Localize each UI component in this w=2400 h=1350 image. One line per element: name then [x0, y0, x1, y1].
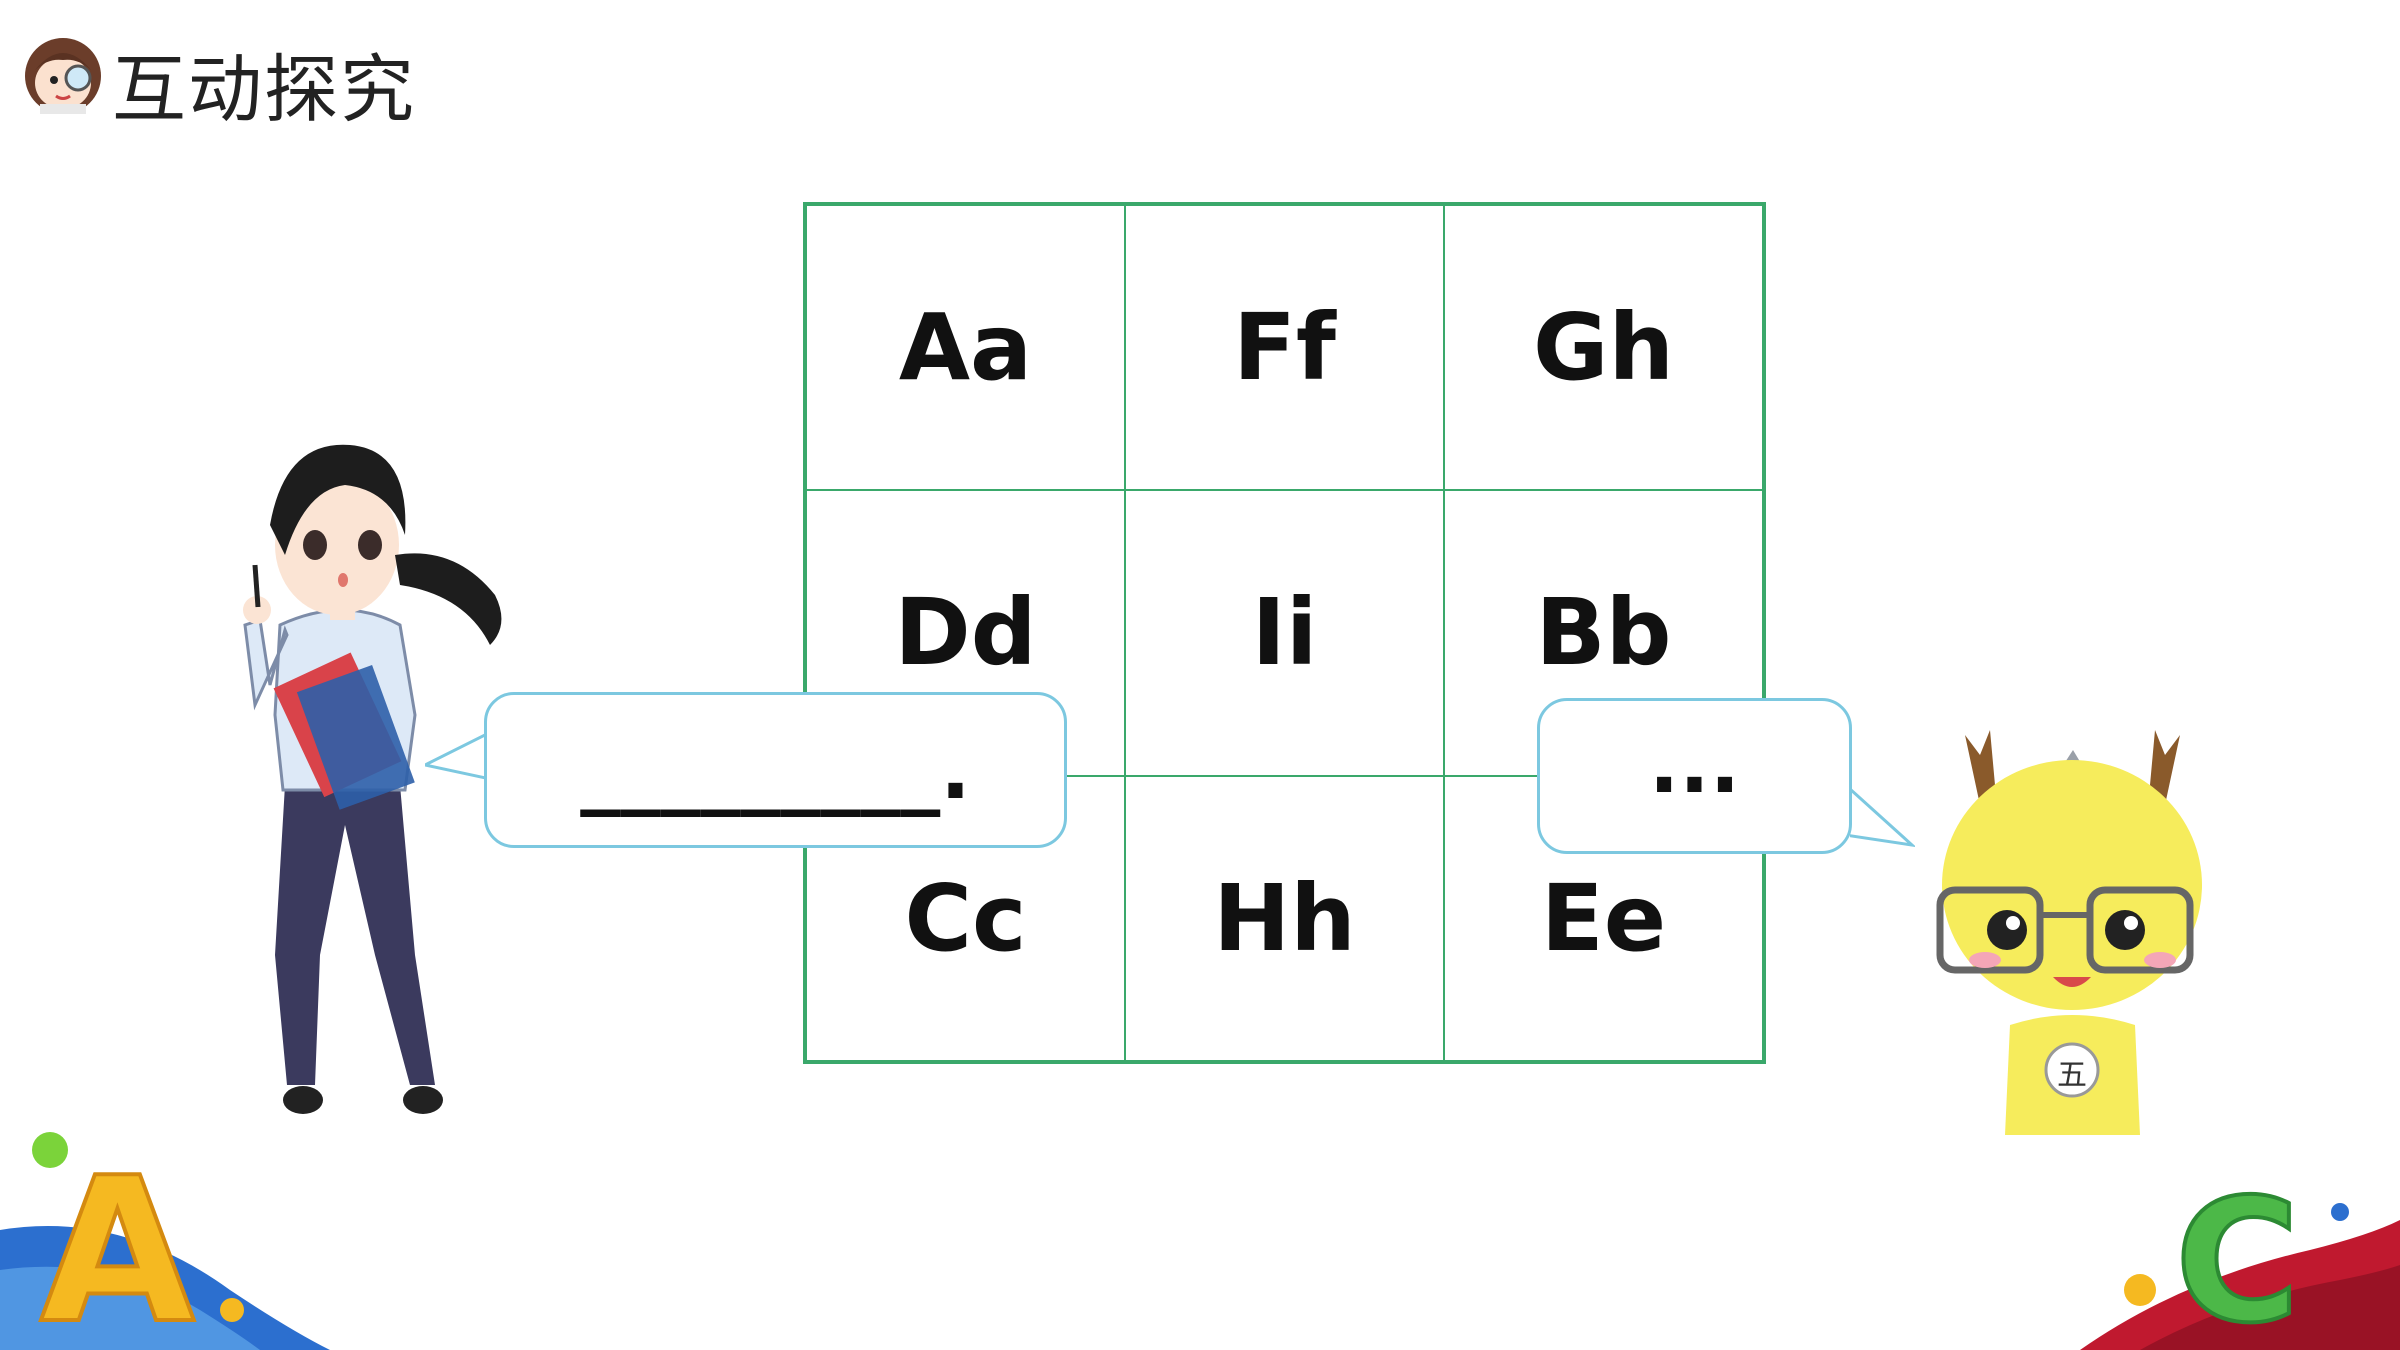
corner-decoration-right: C: [2080, 1161, 2400, 1350]
letter-grid: Aa Ff Gh Dd Ii Bb Cc Hh Ee: [803, 202, 1766, 1064]
mascot-badge: 五: [2057, 1058, 2087, 1093]
speech-bubble-right: ...: [1537, 698, 1852, 854]
corner-decoration-left: A: [0, 1132, 330, 1350]
letter-a-decoration: A: [40, 1135, 195, 1350]
letter-c-decoration: C: [2175, 1163, 2300, 1350]
bubble-left-text: _________.: [580, 723, 971, 817]
grid-cell: Dd: [806, 490, 1125, 776]
bubble-right-text: ...: [1648, 717, 1741, 811]
grid-cell: Bb: [1444, 490, 1763, 776]
grid-cell: Aa: [806, 205, 1125, 491]
grid-cell: Hh: [1125, 775, 1444, 1061]
speech-bubble-left: _________.: [484, 692, 1067, 848]
page-title: 互动探究: [112, 47, 416, 133]
girl-magnifier-icon: [25, 38, 101, 114]
deer-mascot-illustration: [1936, 730, 2202, 1135]
grid-cell: Ii: [1125, 490, 1444, 776]
grid-cell: Cc: [806, 775, 1125, 1061]
grid-cell: Gh: [1444, 205, 1763, 491]
teacher-illustration: [243, 444, 502, 1114]
grid-cell: Ff: [1125, 205, 1444, 491]
